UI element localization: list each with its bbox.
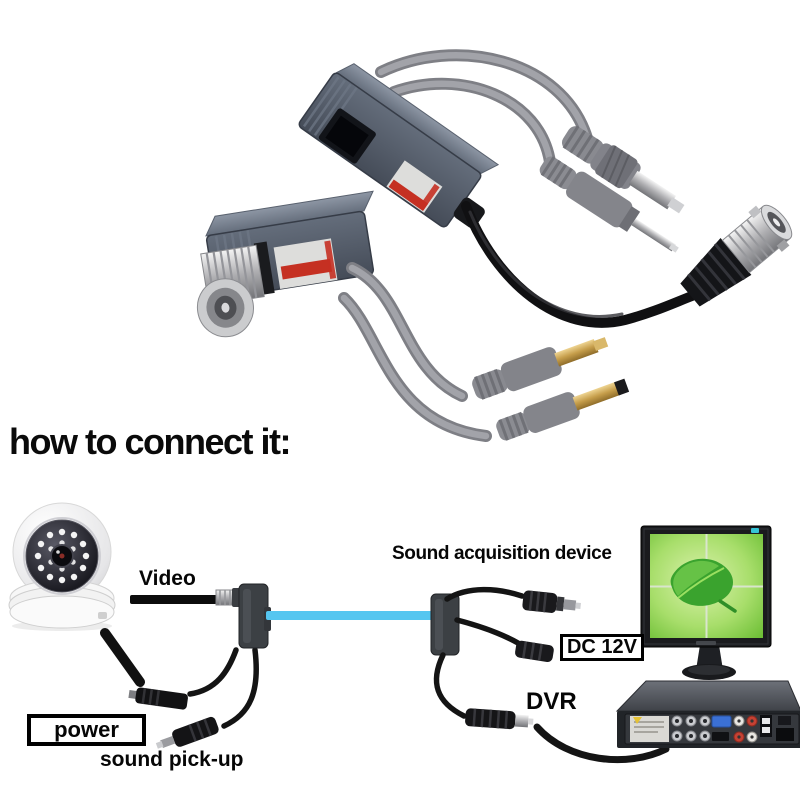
bnc-plug-photo [680,204,793,307]
photo-cable-black-pigtail [461,201,697,328]
sound-pickup-plug [155,716,219,749]
rca-plug-photo-upper [561,125,685,214]
ethernet-port [776,728,794,741]
ir-leds [34,528,90,584]
dc-12v-plug [515,640,554,663]
label-dc-12v-box: DC 12V [560,634,644,661]
balun-photo-lower [196,190,375,338]
balun-dvr-pigtails [433,586,670,764]
leaf-graphic [670,558,737,613]
dvr-bnc-ports [671,715,711,742]
dvr-link-cable [533,723,670,764]
dome-camera-illustration [8,502,116,631]
sound-rca-plug [522,590,581,613]
photo-cable-gray-upper [375,49,593,168]
rca-audio-ports [733,715,758,743]
page-title: how to connect it: [9,421,291,462]
monitor-illustration [640,525,772,680]
balun-dvr-side [430,593,460,656]
camera-power-cable [100,628,259,749]
dvr-illustration [615,680,800,748]
utp-link-cable [266,611,433,620]
audio-plug-photo-upper [539,156,679,253]
bnc-left-connector [215,588,241,607]
warning-triangle-icon [633,717,642,724]
label-power-box: power [27,714,146,746]
video-cable-line [130,595,217,604]
product-photo [196,49,793,442]
monitor-brand [696,641,716,645]
hdmi-port [712,732,729,741]
label-sound-pickup: sound pick-up [100,748,244,771]
connection-diagram [8,502,800,764]
vga-port [711,715,732,728]
rca-plug-photo-lower [472,337,609,400]
dvr-bnc-plug [465,708,534,730]
photo-cable-gray-lower [338,262,492,442]
dc-plug-photo-lower [496,378,630,441]
label-video: Video [139,567,196,590]
label-dvr: DVR [526,688,577,715]
balun-camera-side [238,583,271,649]
power-led [751,528,759,533]
label-sound-acquisition-device: Sound acquisition device [392,543,612,564]
balun-photo-upper [298,63,500,229]
